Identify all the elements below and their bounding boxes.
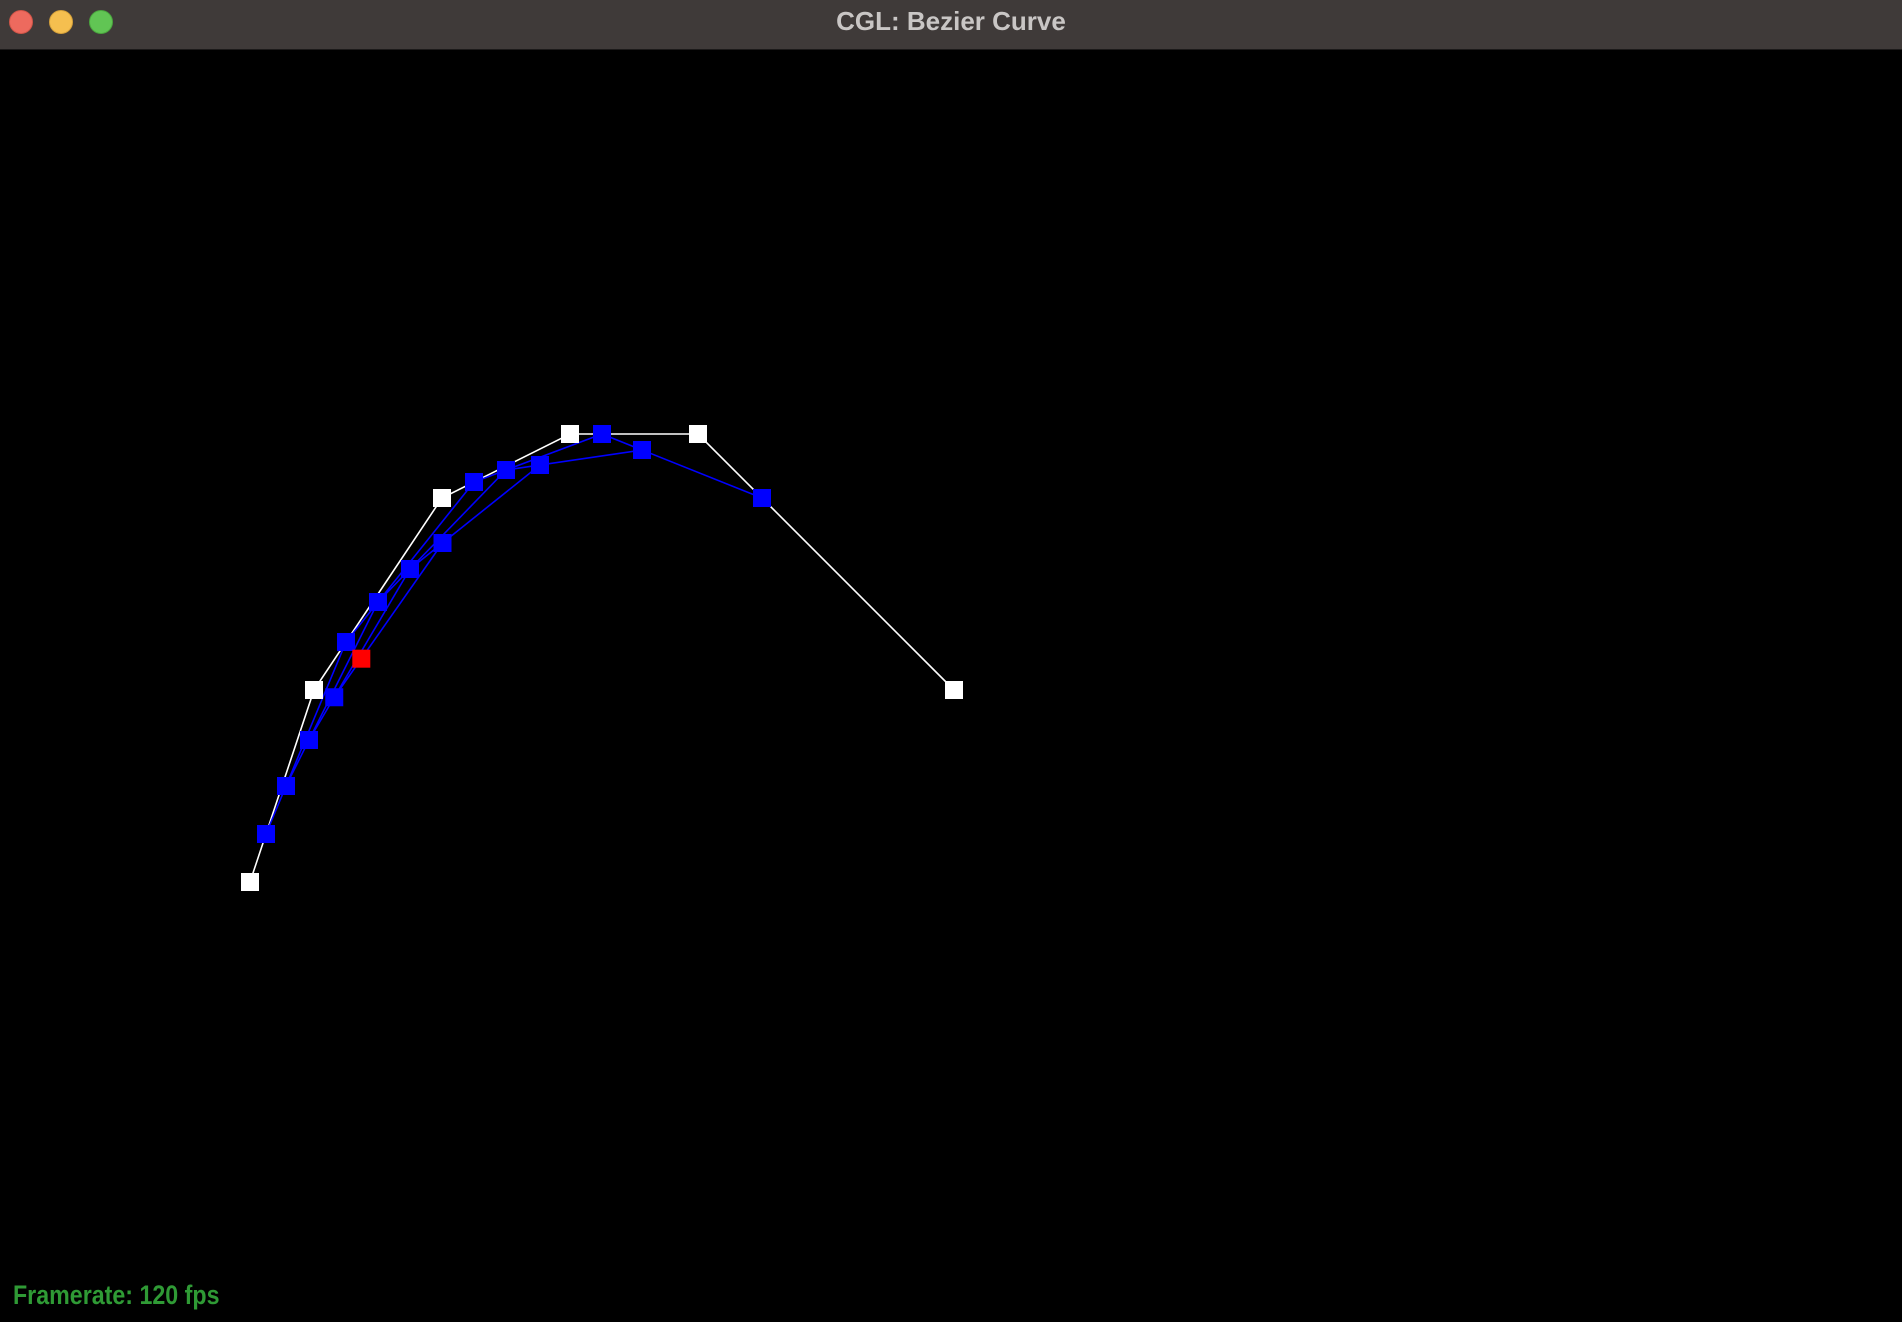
- control-point[interactable]: [561, 425, 579, 443]
- intermediate-point: [593, 425, 611, 443]
- window-title: CGL: Bezier Curve: [836, 6, 1066, 36]
- intermediate-point: [325, 688, 344, 707]
- close-button[interactable]: [9, 10, 33, 34]
- render-canvas[interactable]: [0, 50, 1902, 1322]
- control-point[interactable]: [433, 489, 451, 507]
- evaluated-point: [352, 649, 371, 668]
- intermediate-point: [433, 534, 452, 552]
- intermediate-polygon-level-4: [333, 542, 444, 698]
- intermediate-point: [277, 777, 295, 795]
- intermediate-point: [465, 473, 483, 491]
- control-point[interactable]: [689, 425, 707, 443]
- intermediate-point: [633, 441, 651, 459]
- intermediate-point: [369, 593, 387, 611]
- intermediate-point: [531, 456, 549, 474]
- minimize-button[interactable]: [49, 10, 73, 34]
- intermediate-point: [337, 633, 355, 651]
- intermediate-point: [401, 560, 419, 578]
- intermediate-point: [497, 461, 515, 479]
- intermediate-polygon-level-2: [285, 449, 643, 787]
- zoom-button[interactable]: [89, 10, 113, 34]
- control-point[interactable]: [241, 873, 259, 891]
- control-point[interactable]: [945, 681, 963, 699]
- intermediate-point: [300, 731, 318, 749]
- bezier-scene[interactable]: [0, 50, 1902, 1322]
- intermediate-point: [753, 489, 771, 507]
- title-bar[interactable]: CGL: Bezier Curve: [0, 0, 1902, 50]
- intermediate-polygon-level-3: [308, 464, 541, 741]
- intermediate-point: [257, 825, 275, 843]
- framerate-label: Framerate: 120 fps: [13, 1280, 220, 1310]
- control-point[interactable]: [305, 681, 323, 699]
